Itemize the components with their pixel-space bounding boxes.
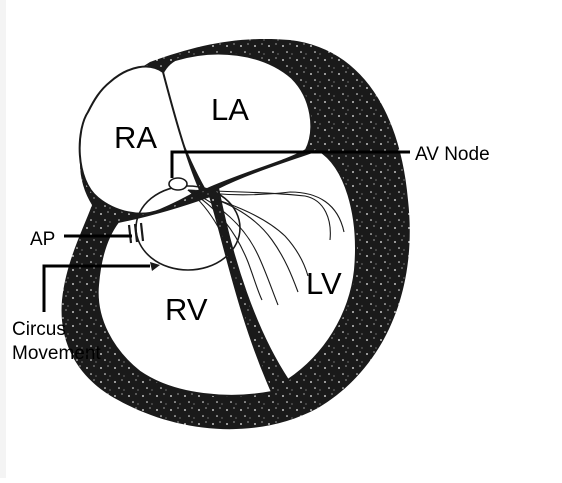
av-node [169, 178, 187, 190]
lv-label: LV [306, 268, 342, 299]
rv-label: RV [165, 294, 208, 325]
ap-label: AP [30, 230, 55, 249]
circus-movement-line1: Circus [12, 318, 101, 342]
la-label: LA [211, 94, 249, 125]
ra-label: RA [114, 122, 157, 153]
circus-movement-label: Circus Movement [12, 318, 101, 366]
scan-edge [0, 0, 6, 478]
circus-movement-line2: Movement [12, 342, 101, 366]
av-node-label: AV Node [415, 145, 490, 164]
